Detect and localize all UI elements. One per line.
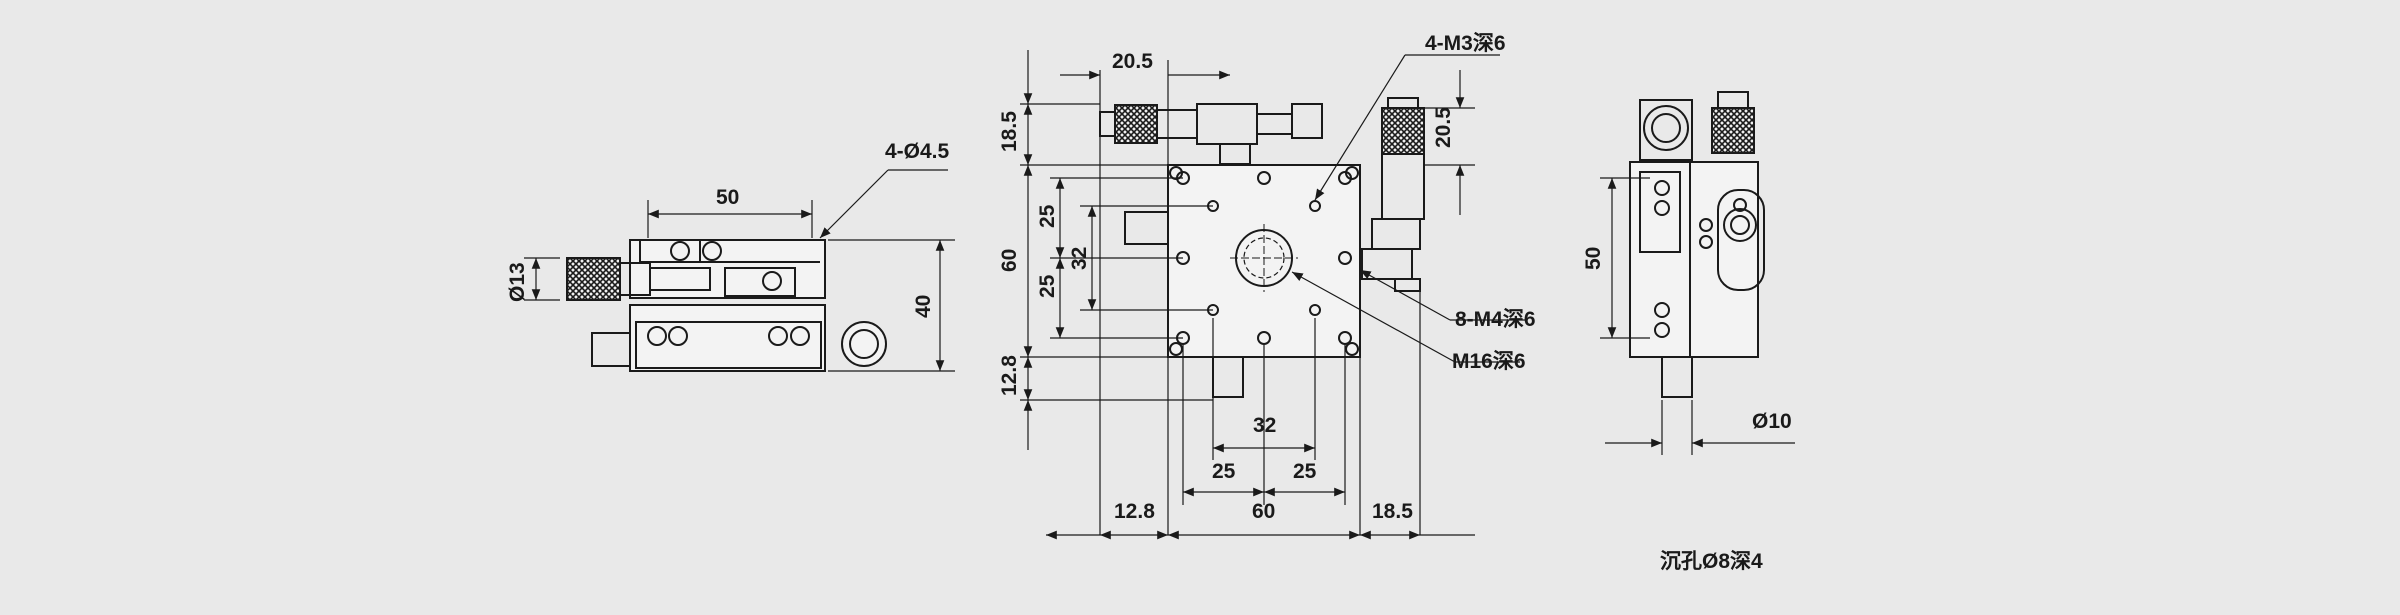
label-18-5-h: 18.5 xyxy=(1372,500,1413,523)
label-top-20-5: 20.5 xyxy=(1112,50,1153,73)
leader-m16 xyxy=(1291,271,1456,363)
label-60-v: 60 xyxy=(998,249,1021,272)
screw-head-2 xyxy=(702,241,722,261)
label-12-8-v: 12.8 xyxy=(998,355,1021,396)
label-m3: 4-M3深6 xyxy=(1425,32,1506,55)
corner-bump-bl xyxy=(1169,342,1183,356)
top-micrometer-knob xyxy=(1114,104,1158,144)
label-32-v: 32 xyxy=(1068,247,1091,270)
rail-block xyxy=(724,267,796,297)
stage-plate xyxy=(1167,164,1361,358)
label-25-upper: 25 xyxy=(1036,204,1059,228)
end-adjust-screw xyxy=(1723,208,1757,242)
top-micrometer-sleeve xyxy=(1156,109,1198,139)
label-25-right: 25 xyxy=(1293,460,1317,483)
label-side-dia13: Ø13 xyxy=(506,262,529,302)
label-dia10: Ø10 xyxy=(1752,410,1792,433)
label-25-left: 25 xyxy=(1212,460,1236,483)
leader-m3 xyxy=(1314,54,1406,201)
left-stub xyxy=(1124,211,1169,245)
screw-head-3 xyxy=(762,271,782,291)
lower-stage-body xyxy=(629,304,826,372)
label-side-40: 40 xyxy=(912,295,935,318)
end-knob xyxy=(841,321,887,367)
label-18-5-v: 18.5 xyxy=(998,111,1021,152)
label-32-h: 32 xyxy=(1253,414,1276,437)
label-end-50: 50 xyxy=(1582,247,1605,270)
right-micrometer-sleeve xyxy=(1381,153,1425,220)
label-25-lower: 25 xyxy=(1036,274,1059,298)
end-bottom-stub xyxy=(1661,356,1693,398)
end-top-knob-housing xyxy=(1639,99,1693,161)
micrometer-knob xyxy=(566,257,621,301)
leader-m4 xyxy=(1359,269,1451,321)
side-view xyxy=(524,169,955,372)
right-micrometer-knob xyxy=(1381,107,1425,155)
label-60-h: 60 xyxy=(1252,500,1275,523)
screw-head-5 xyxy=(668,326,688,346)
end-micrometer-knob xyxy=(1711,107,1755,154)
end-slot xyxy=(1717,189,1765,291)
label-m4: 8-M4深6 xyxy=(1455,308,1536,331)
label-12-8-h: 12.8 xyxy=(1114,500,1155,523)
label-right-20-5: 20.5 xyxy=(1432,107,1455,148)
screw-head-4 xyxy=(647,326,667,346)
bottom-stub xyxy=(1212,356,1244,398)
screw-head-6 xyxy=(768,326,788,346)
screw-head-1 xyxy=(670,241,690,261)
end-view xyxy=(1600,91,1795,455)
label-countersink-note: 沉孔Ø8深4 xyxy=(1660,550,1763,573)
label-m16: M16深6 xyxy=(1452,350,1526,373)
leader-4-dia45 xyxy=(819,169,889,239)
lower-knob-stub xyxy=(591,332,631,367)
micrometer-barrel xyxy=(649,267,711,291)
screw-head-7 xyxy=(790,326,810,346)
m4-holes xyxy=(1176,171,1352,345)
label-side-50: 50 xyxy=(716,186,739,209)
label-4-dia45: 4-Ø4.5 xyxy=(885,140,950,163)
corner-bump-br xyxy=(1345,342,1359,356)
top-view xyxy=(1020,50,1525,540)
